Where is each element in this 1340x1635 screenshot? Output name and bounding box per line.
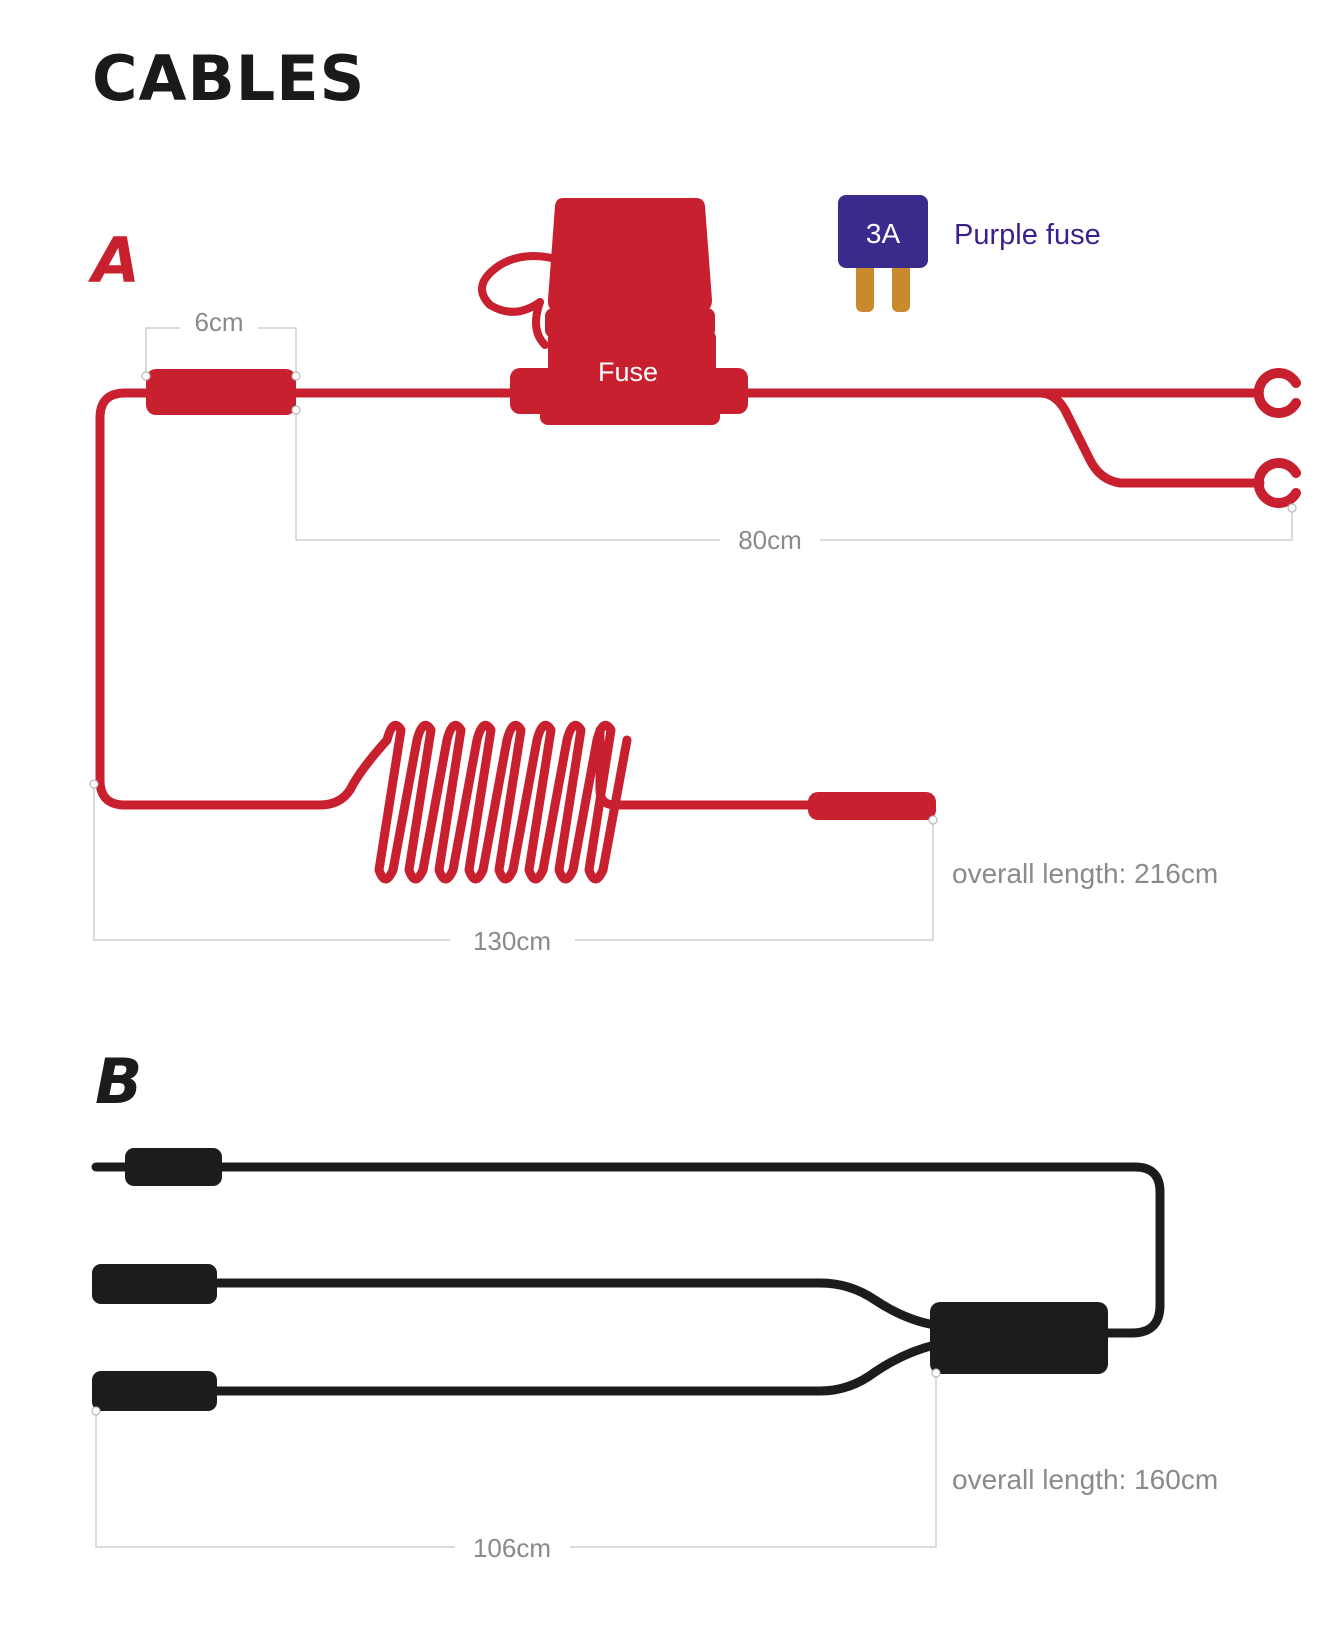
dim-plug-6cm: 6cm (194, 307, 243, 337)
fuse-holder: Fuse (478, 198, 748, 425)
cable-b-dimensions: 106cm overall length: 160cm (91, 1368, 1218, 1563)
ring-terminal-upper (1253, 368, 1301, 418)
section-letter-a: A (87, 224, 140, 297)
page-title: CABLES (92, 42, 365, 115)
cable-a-coil (345, 720, 632, 884)
dim-fuse-to-end-80cm: 80cm (738, 525, 802, 555)
cable-b-wire-bottom (205, 1340, 940, 1396)
cable-b-plug-middle (92, 1264, 217, 1304)
cable-b-wire-top (91, 1162, 1165, 1338)
dim-run-106cm: 106cm (473, 1533, 551, 1563)
cable-a-wire-left (95, 388, 355, 810)
cable-b-overall-length: overall length: 160cm (952, 1464, 1218, 1495)
cable-a-overall-length: overall length: 216cm (952, 858, 1218, 889)
cable-b-wire-middle (205, 1278, 940, 1330)
coil-wire (345, 720, 632, 884)
purple-fuse-icon (838, 195, 928, 268)
cable-a-end-plug (808, 792, 936, 820)
cable-a-wire-top (285, 388, 1265, 488)
purple-fuse-label: Purple fuse (954, 219, 1101, 251)
cable-a-dimensions: 6cm 80cm 130cm overall length: 216cm (89, 307, 1297, 956)
cable-b-plug-bottom (92, 1371, 217, 1411)
fuse-rating: 3A (866, 218, 901, 249)
cable-a-wire-tail (595, 725, 820, 810)
cable-a: Fuse (95, 198, 1301, 884)
section-letter-b: B (95, 1045, 142, 1118)
cable-b-splitter-box (930, 1302, 1108, 1374)
dim-coil-run-130cm: 130cm (473, 926, 551, 956)
purple-fuse-card: 3A Purple fuse (838, 195, 1101, 312)
fuse-label: Fuse (598, 357, 658, 387)
cable-b (91, 1148, 1165, 1411)
ring-terminal-lower (1253, 458, 1301, 508)
cable-a-top-plug (146, 369, 296, 415)
cable-b-plug-top (125, 1148, 222, 1186)
